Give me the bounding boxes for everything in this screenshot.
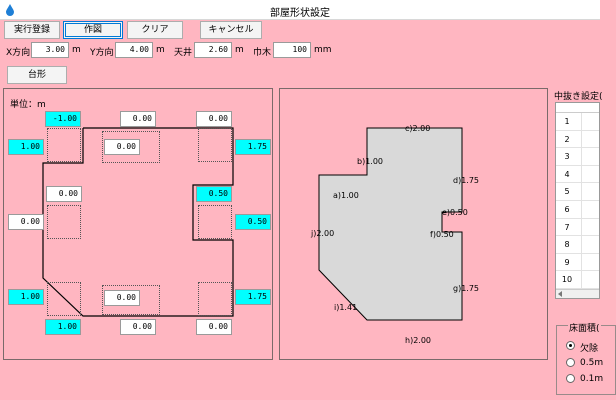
- table-row[interactable]: 10: [556, 271, 599, 289]
- edge-box-top: [102, 131, 160, 163]
- mid-inner-right-offset-field[interactable]: 0.50: [196, 186, 232, 202]
- row-number: 4: [564, 169, 570, 179]
- execute-register-button[interactable]: 実行登録: [4, 21, 60, 39]
- bottom-left-offset-field[interactable]: 1.00: [45, 319, 81, 335]
- corner-box-mid-left: [47, 205, 81, 239]
- lower-inner-offset-field[interactable]: 0.00: [104, 290, 140, 306]
- preview-canvas: a)1.00 b)1.00 c)2.00 d)1.75 e)0.50 f)0.5…: [310, 124, 479, 345]
- room-preview-shape: [318, 127, 463, 321]
- x-direction-label: X方向: [6, 48, 31, 58]
- y-unit-label: m: [156, 45, 165, 55]
- top-left-offset-field[interactable]: -1.00: [45, 111, 81, 127]
- shape-editor-panel: [3, 88, 273, 360]
- shape-preview-panel: [279, 88, 548, 360]
- y-direction-input[interactable]: 4.00: [115, 42, 153, 58]
- ceiling-label: 天井: [174, 48, 193, 58]
- window-title: 部屋形状設定: [270, 8, 330, 19]
- corner-box-mid-right: [198, 205, 232, 239]
- corner-box-top-left: [47, 128, 81, 162]
- clear-button[interactable]: クリア: [127, 21, 183, 39]
- edge-label-i: i)1.41: [334, 303, 357, 312]
- table-row[interactable]: 2: [556, 130, 599, 149]
- corner-box-bottom-right: [198, 282, 232, 316]
- edge-label-h: h)2.00: [405, 336, 431, 345]
- y-direction-label: Y方向: [90, 48, 114, 58]
- top-mid-offset-field[interactable]: 0.00: [120, 111, 156, 127]
- lower-left-offset-field[interactable]: 1.00: [8, 289, 44, 305]
- bottom-right-offset-field[interactable]: 0.00: [196, 319, 232, 335]
- row-number: 6: [564, 204, 570, 214]
- corner-box-bottom-left: [47, 282, 81, 316]
- baseboard-input[interactable]: 100: [273, 42, 311, 58]
- table-row[interactable]: 9: [556, 253, 599, 272]
- unit-label: 単位：m: [10, 100, 46, 110]
- draw-button[interactable]: 作図: [63, 21, 123, 39]
- bottom-mid-offset-field[interactable]: 0.00: [120, 319, 156, 335]
- edge-box-bottom: [102, 285, 160, 315]
- ceiling-input[interactable]: 2.60: [194, 42, 232, 58]
- floor-area-option-05-radio[interactable]: [566, 358, 575, 367]
- table-row[interactable]: 6: [556, 200, 599, 219]
- cancel-button[interactable]: キャンセル: [200, 21, 262, 39]
- floor-area-option-01-label: 0.1m: [580, 374, 604, 384]
- table-row[interactable]: 5: [556, 183, 599, 201]
- top-right-offset-field[interactable]: 0.00: [196, 111, 232, 127]
- baseboard-unit-label: mm: [314, 45, 332, 55]
- table-row[interactable]: 4: [556, 165, 599, 184]
- edge-label-g: g)1.75: [453, 284, 479, 293]
- edge-label-b: b)1.00: [357, 157, 383, 166]
- row-number: 10: [561, 275, 573, 285]
- row-number: 8: [564, 240, 570, 250]
- mid-inner-left-offset-field[interactable]: 0.00: [46, 186, 82, 202]
- room-outline: [42, 127, 234, 317]
- x-unit-label: m: [72, 45, 81, 55]
- row-number: 5: [564, 187, 570, 197]
- mid-right-offset-field[interactable]: 0.50: [235, 214, 271, 230]
- upper-inner-offset-field[interactable]: 0.00: [104, 139, 140, 155]
- ceiling-unit-label: m: [235, 45, 244, 55]
- row-number: 1: [564, 117, 570, 126]
- row-number: 9: [564, 257, 570, 267]
- scroll-left-icon[interactable]: [558, 290, 562, 297]
- table-row[interactable]: 1: [556, 113, 599, 131]
- edge-label-d: d)1.75: [453, 176, 479, 185]
- table-row[interactable]: 8: [556, 236, 599, 254]
- floor-area-option-01-radio[interactable]: [566, 374, 575, 383]
- row-number: 3: [564, 152, 570, 162]
- floor-area-title: 床面積(: [568, 321, 601, 334]
- baseboard-label: 巾木: [253, 48, 272, 58]
- mid-left-offset-field[interactable]: 0.00: [8, 214, 44, 230]
- edge-label-c: c)2.00: [405, 124, 430, 133]
- edge-label-j: j)2.00: [310, 229, 334, 238]
- corner-box-top-right: [198, 128, 232, 162]
- edge-label-f: f)0.50: [430, 230, 454, 239]
- lower-right-offset-field[interactable]: 1.75: [235, 289, 271, 305]
- floor-area-option-deduct-radio[interactable]: [566, 341, 575, 350]
- cutout-grid-header: [556, 103, 599, 113]
- cutout-settings-title: 中抜き設定(: [554, 92, 603, 102]
- cutout-grid[interactable]: 1 2 3 4 5 6 7 8 9 10: [555, 102, 600, 299]
- edge-label-a: a)1.00: [333, 191, 359, 200]
- edge-label-e: e)0.50: [442, 208, 468, 217]
- table-row[interactable]: 3: [556, 148, 599, 166]
- row-number: 7: [564, 222, 570, 232]
- title-bar: 部屋形状設定: [0, 0, 600, 20]
- table-row[interactable]: 7: [556, 218, 599, 237]
- upper-left-offset-field[interactable]: 1.00: [8, 139, 44, 155]
- editor-outline: [42, 127, 234, 317]
- floor-area-option-deduct-label: 欠除: [580, 344, 599, 354]
- floor-area-option-05-label: 0.5m: [580, 358, 604, 368]
- app-drop-icon: [6, 4, 14, 16]
- trapezoid-button[interactable]: 台形: [7, 66, 67, 84]
- grid-horizontal-scrollbar[interactable]: [556, 288, 599, 298]
- row-number: 2: [564, 134, 570, 144]
- x-direction-input[interactable]: 3.00: [31, 42, 69, 58]
- upper-right-offset-field[interactable]: 1.75: [235, 139, 271, 155]
